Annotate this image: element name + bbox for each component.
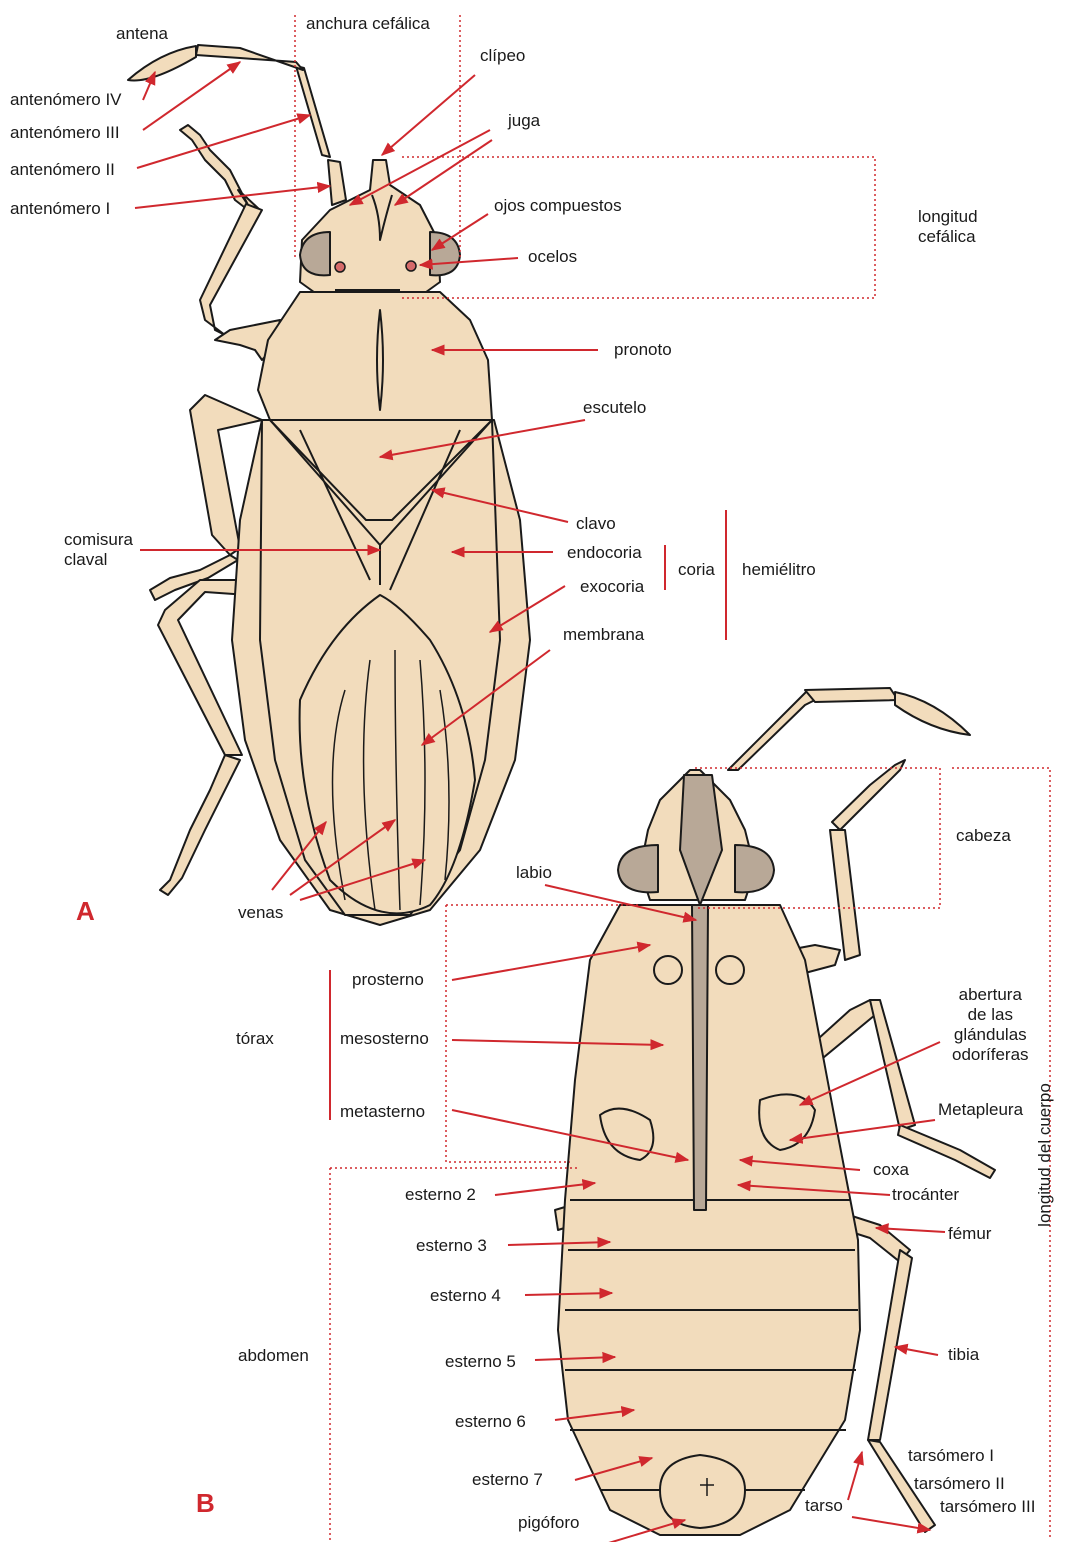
- label-juga: juga: [508, 111, 540, 131]
- ocellus-right: [406, 261, 416, 271]
- antenna-b-2: [805, 688, 898, 702]
- label-tarsomero-ii: tarsómero II: [914, 1474, 1005, 1494]
- pygophore: [660, 1455, 745, 1528]
- antenna-b: [728, 690, 815, 770]
- panel-letter-b: B: [196, 1488, 215, 1519]
- label-exocoria: exocoria: [580, 577, 644, 597]
- antennomere-iii: [196, 45, 303, 70]
- mid-tibia-b: [870, 1000, 915, 1130]
- antennomere-ii: [296, 66, 330, 157]
- label-antenomero-ii: antenómero II: [10, 160, 115, 180]
- body-b: [558, 905, 860, 1535]
- arrow-tibia: [895, 1347, 938, 1355]
- coxa-b-left: [654, 956, 682, 984]
- label-tarsomero-i: tarsómero I: [908, 1446, 994, 1466]
- coxa-b-right: [716, 956, 744, 984]
- label-longitud-cuerpo: longitud del cuerpo: [1035, 1083, 1055, 1227]
- panel-letter-a: A: [76, 896, 95, 927]
- label-tibia: tibia: [948, 1345, 979, 1365]
- label-antenomero-iv: antenómero IV: [10, 90, 122, 110]
- arrow-juga-1: [350, 130, 490, 205]
- label-labio: labio: [516, 863, 552, 883]
- label-tarsomero-iii: tarsómero III: [940, 1497, 1035, 1517]
- label-esterno-2: esterno 2: [405, 1185, 476, 1205]
- label-anchura-cefalica: anchura cefálica: [306, 14, 430, 34]
- compound-eye-b-left: [618, 845, 658, 892]
- label-clipeo: clípeo: [480, 46, 525, 66]
- label-ocelos: ocelos: [528, 247, 577, 267]
- label-clavo: clavo: [576, 514, 616, 534]
- label-antena: antena: [116, 24, 168, 44]
- label-longitud-cefalica: longitud cefálica: [918, 207, 978, 247]
- label-escutelo: escutelo: [583, 398, 646, 418]
- thorax-box: [446, 905, 570, 1162]
- label-esterno-4: esterno 4: [430, 1286, 501, 1306]
- label-esterno-5: esterno 5: [445, 1352, 516, 1372]
- figure-b-insect: [555, 688, 995, 1535]
- hind-tibia-b: [868, 1250, 912, 1440]
- label-trocanter: trocánter: [892, 1185, 959, 1205]
- hind-tarsus-left: [160, 755, 240, 895]
- antenna-b-3: [895, 692, 970, 735]
- left-antenna: [180, 125, 260, 210]
- figure-a-insect: [128, 45, 530, 925]
- label-abertura: abertura de las glándulas odoríferas: [952, 985, 1029, 1065]
- mid-tarsus-b: [898, 1125, 995, 1178]
- label-ojos-compuestos: ojos compuestos: [494, 196, 622, 216]
- label-femur: fémur: [948, 1224, 991, 1244]
- label-mesosterno: mesosterno: [340, 1029, 429, 1049]
- label-abdomen: abdomen: [238, 1346, 309, 1366]
- label-pronoto: pronoto: [614, 340, 672, 360]
- label-membrana: membrana: [563, 625, 644, 645]
- labium-b: [692, 905, 708, 1210]
- label-comisura-claval: comisura claval: [64, 530, 133, 570]
- label-venas: venas: [238, 903, 283, 923]
- pronotum-a: [258, 292, 492, 420]
- label-torax: tórax: [236, 1029, 274, 1049]
- label-hemielitro: hemiélitro: [742, 560, 816, 580]
- antennomere-i: [328, 160, 346, 205]
- label-metasterno: metasterno: [340, 1102, 425, 1122]
- label-coria: coria: [678, 560, 715, 580]
- label-esterno-3: esterno 3: [416, 1236, 487, 1256]
- label-pigoforo: pigóforo: [518, 1513, 579, 1533]
- head-length-box: [402, 157, 875, 298]
- label-tarso: tarso: [805, 1496, 843, 1516]
- front-tarsus-b: [832, 760, 905, 830]
- antennomere-iv: [128, 46, 196, 81]
- arrow-antenomero-ii: [137, 115, 310, 168]
- ocellus-left: [335, 262, 345, 272]
- front-tibia-b: [830, 830, 860, 960]
- arrow-clipeo: [382, 75, 475, 155]
- label-antenomero-iii: antenómero III: [10, 123, 120, 143]
- label-cabeza: cabeza: [956, 826, 1011, 846]
- label-antenomero-i: antenómero I: [10, 199, 110, 219]
- label-prosterno: prosterno: [352, 970, 424, 990]
- label-endocoria: endocoria: [567, 543, 642, 563]
- head-a: [300, 160, 440, 300]
- left-antenna-seg: [200, 204, 262, 335]
- label-metapleura: Metapleura: [938, 1100, 1023, 1120]
- compound-eye-right: [430, 232, 460, 275]
- arrow-tarso-1: [848, 1452, 862, 1500]
- label-esterno-7: esterno 7: [472, 1470, 543, 1490]
- label-esterno-6: esterno 6: [455, 1412, 526, 1432]
- compound-eye-b-right: [735, 845, 774, 892]
- label-coxa: coxa: [873, 1160, 909, 1180]
